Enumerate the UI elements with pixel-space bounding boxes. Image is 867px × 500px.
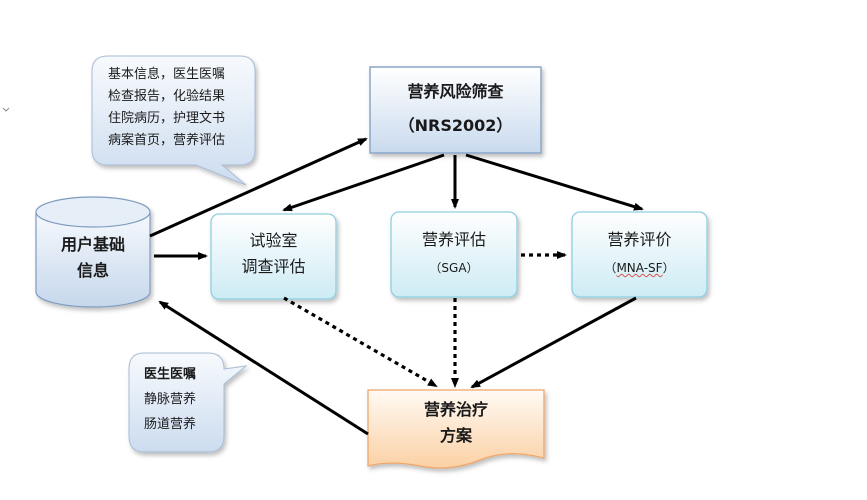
therapy-line-2: 方案 [439, 426, 472, 445]
lab-label: 试验室 调查评估 [211, 228, 336, 280]
user-info-line-1: 用户基础 [60, 235, 125, 254]
arrow-screening-to-mna [465, 153, 644, 211]
mna-line-1: 营养评价 [607, 230, 672, 249]
callout-top-text: 基本信息，医生医嘱 检查报告，化验结果 住院病历，护理文书 病案首页，营养评估 [108, 64, 258, 152]
therapy-box [367, 389, 545, 469]
arrow-screening-to-lab [282, 153, 445, 212]
screening-label: 营养风险筛查 （NRS2002） [370, 75, 541, 143]
therapy-line-1: 营养治疗 [423, 400, 488, 419]
arrow-mna-to-therapy [470, 296, 637, 389]
mna-paren-open: （ [604, 261, 617, 275]
arrow-lab-to-therapy-dotted [283, 296, 438, 388]
screening-line-1: 营养风险筛查 [407, 82, 504, 101]
sga-line-2: （SGA） [429, 261, 479, 275]
callout-top-shape [91, 55, 256, 186]
arrow-therapy-to-user [158, 300, 369, 436]
sga-line-1: 营养评估 [421, 230, 486, 249]
callout-top-line-1: 基本信息，医生医嘱 [108, 67, 226, 82]
therapy-label: 营养治疗 方案 [368, 397, 544, 449]
mna-paren-close: ） [662, 261, 675, 275]
mna-box [571, 211, 708, 298]
screening-box [369, 66, 542, 154]
user-info-cylinder [35, 196, 151, 308]
sga-box [390, 211, 518, 298]
lab-box [210, 213, 337, 300]
edge-mark [2, 107, 10, 112]
callout-top-line-4: 病案首页，营养评估 [108, 133, 226, 148]
callout-bottom-shape [128, 352, 248, 453]
arrow-user-to-screening [149, 137, 368, 238]
user-info-label: 用户基础 信息 [40, 232, 146, 284]
mna-line-2: （MNA-SF） [572, 254, 707, 282]
callout-bottom-line-1: 医生医嘱 [144, 367, 197, 382]
mna-label: 营养评价 （MNA-SF） [572, 226, 707, 282]
lab-line-1: 试验室 [249, 231, 298, 250]
callout-top-line-3: 住院病历，护理文书 [108, 111, 226, 126]
callout-bottom-line-2: 静脉营养 [144, 392, 197, 407]
callout-bottom-line-3: 肠道营养 [144, 417, 197, 432]
callout-top-line-2: 检查报告，化验结果 [108, 89, 226, 104]
sga-label: 营养评估 （SGA） [391, 226, 517, 282]
lab-line-2: 调查评估 [241, 257, 306, 276]
mna-code: MNA-SF [616, 261, 663, 275]
user-info-line-2: 信息 [76, 261, 109, 280]
callout-bottom-text: 医生医嘱 静脉营养 肠道营养 [144, 362, 224, 437]
screening-line-2: （NRS2002） [398, 116, 513, 135]
